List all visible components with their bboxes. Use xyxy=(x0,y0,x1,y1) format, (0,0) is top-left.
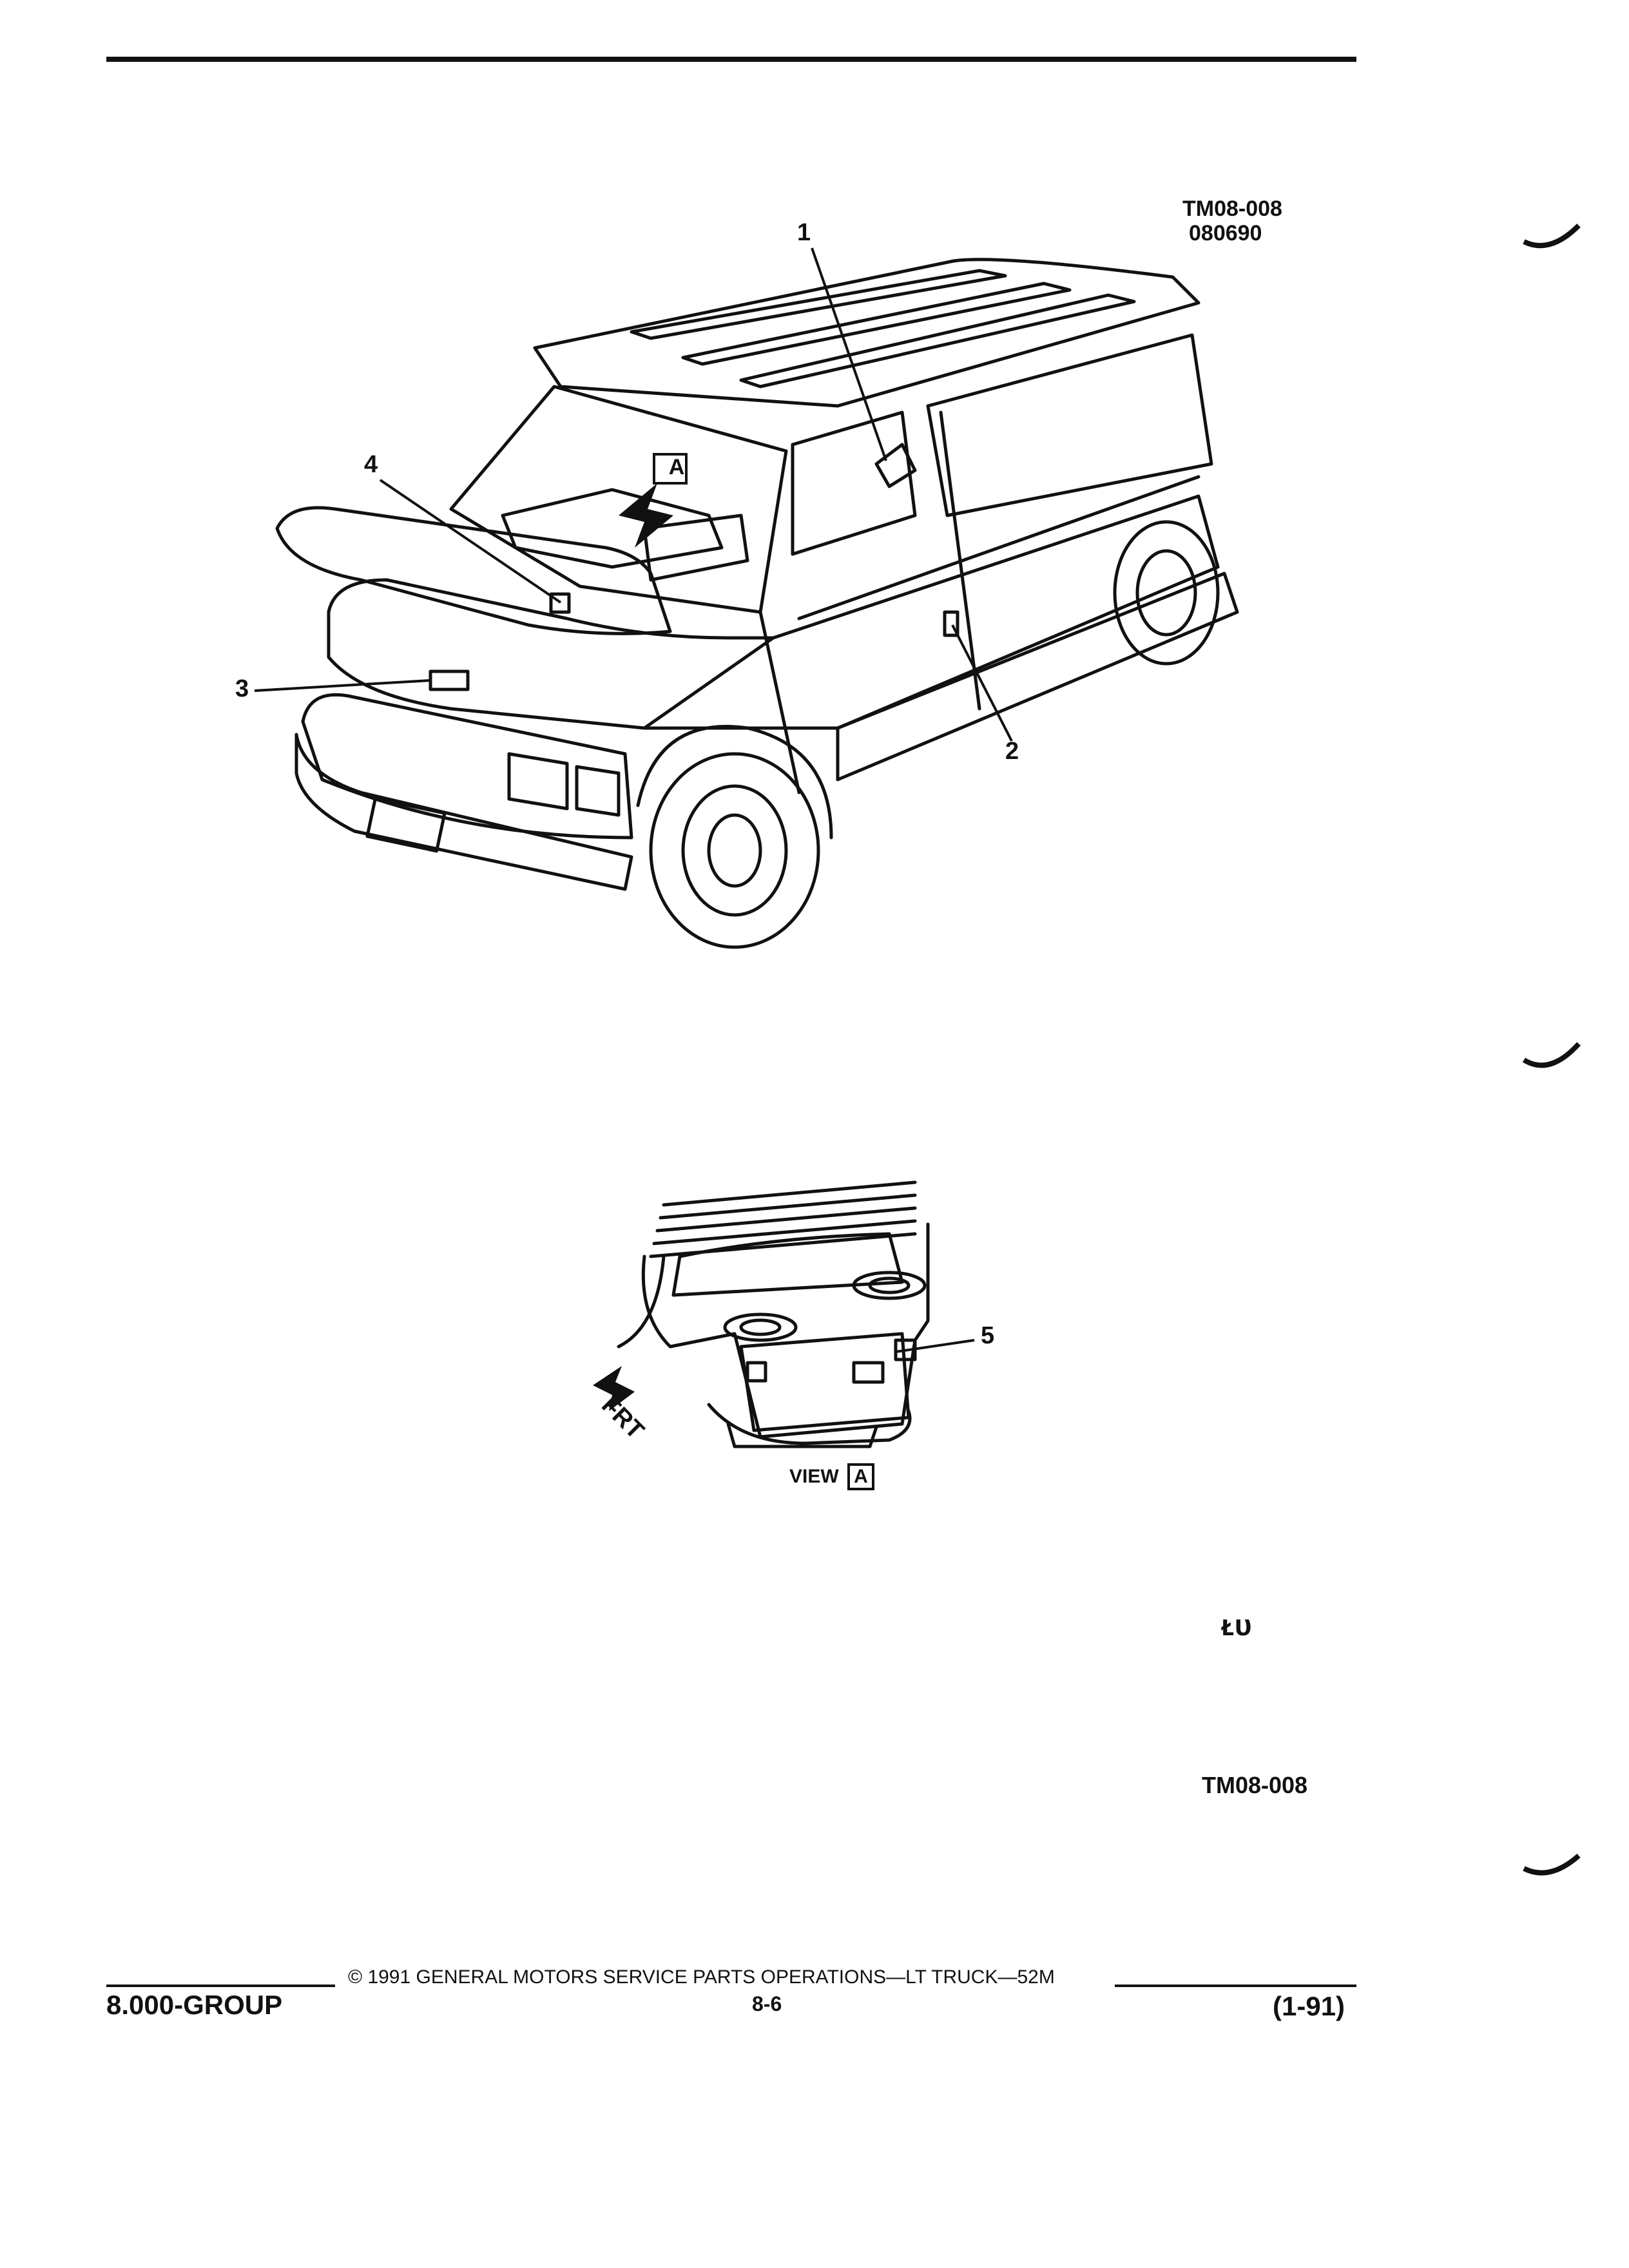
figure-date: 080690 xyxy=(1189,221,1262,245)
view-marker: A xyxy=(668,455,685,479)
footer-page: 8-6 xyxy=(752,1992,782,2015)
callout-5: 5 xyxy=(981,1322,995,1349)
callout-2: 2 xyxy=(1005,738,1019,765)
binding-mark-3 xyxy=(1523,1853,1581,1876)
bottom-mark: ᴌᴜ xyxy=(1221,1608,1252,1642)
detail-view-a-illustration xyxy=(593,1180,975,1490)
callout-1: 1 xyxy=(797,219,811,246)
callout-4: 4 xyxy=(364,451,378,478)
footer-edition: (1-91) xyxy=(1273,1991,1345,2021)
detail-caption-word: VIEW xyxy=(789,1466,839,1487)
figure-id: TM08-008 xyxy=(1182,197,1282,221)
binding-mark-1 xyxy=(1523,224,1581,249)
callout-3: 3 xyxy=(235,675,249,702)
footer-rule-left xyxy=(106,1984,335,1987)
top-rule xyxy=(106,57,1356,62)
footer-rule-right xyxy=(1115,1984,1356,1987)
van-illustration xyxy=(254,247,1239,949)
figure-ref: TM08-008 xyxy=(1202,1772,1308,1798)
footer-copyright: © 1991 GENERAL MOTORS SERVICE PARTS OPER… xyxy=(348,1966,1055,1988)
binding-mark-2 xyxy=(1522,1042,1581,1068)
detail-caption-box: A xyxy=(854,1466,868,1487)
footer-group: 8.000-GROUP xyxy=(106,1990,283,2020)
